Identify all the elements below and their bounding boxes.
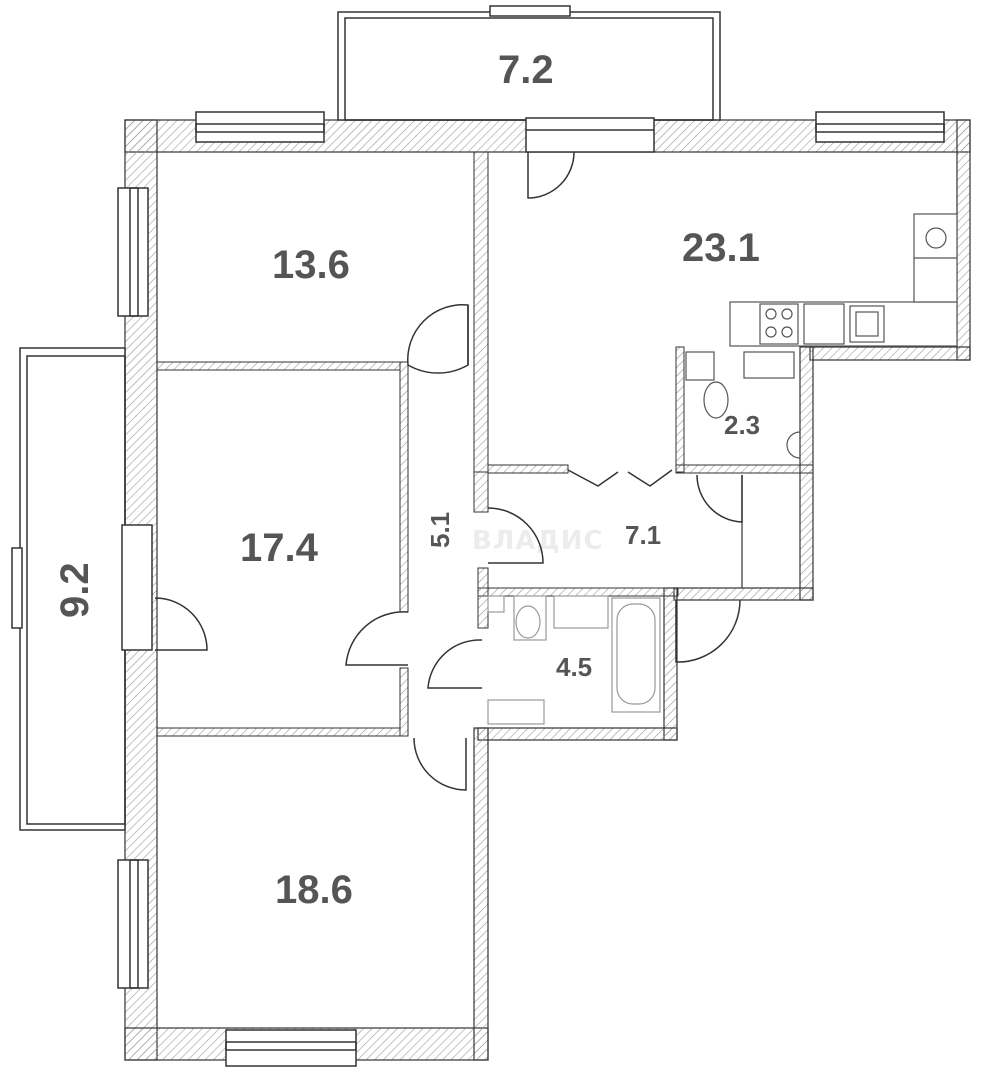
living-kitchen-area: 23.1: [682, 226, 760, 270]
bedroom-top-area: 13.6: [272, 243, 350, 287]
doors: [154, 304, 743, 791]
balcony-top-area: 7.2: [498, 48, 554, 92]
bathroom-fixtures: [487, 595, 661, 725]
balcony-left-area: 9.2: [53, 562, 97, 618]
balcony-top-outline: [337, 5, 721, 121]
bedroom-middle-area: 17.4: [240, 526, 318, 570]
kitchen-fixtures: [729, 213, 958, 347]
wc-area: 2.3: [724, 410, 761, 440]
watermark: ВЛАДИС: [472, 526, 604, 556]
hall-area: 7.1: [625, 520, 662, 550]
balcony-left-outline: [11, 347, 126, 831]
windows: [117, 111, 945, 1067]
wc-fixtures: [685, 351, 801, 459]
partitions: [156, 151, 814, 737]
bathroom-area: 4.5: [556, 652, 593, 682]
bedroom-bottom-area: 18.6: [275, 868, 353, 912]
corridor-area: 5.1: [425, 511, 455, 548]
balcony-door-top: [525, 117, 655, 199]
